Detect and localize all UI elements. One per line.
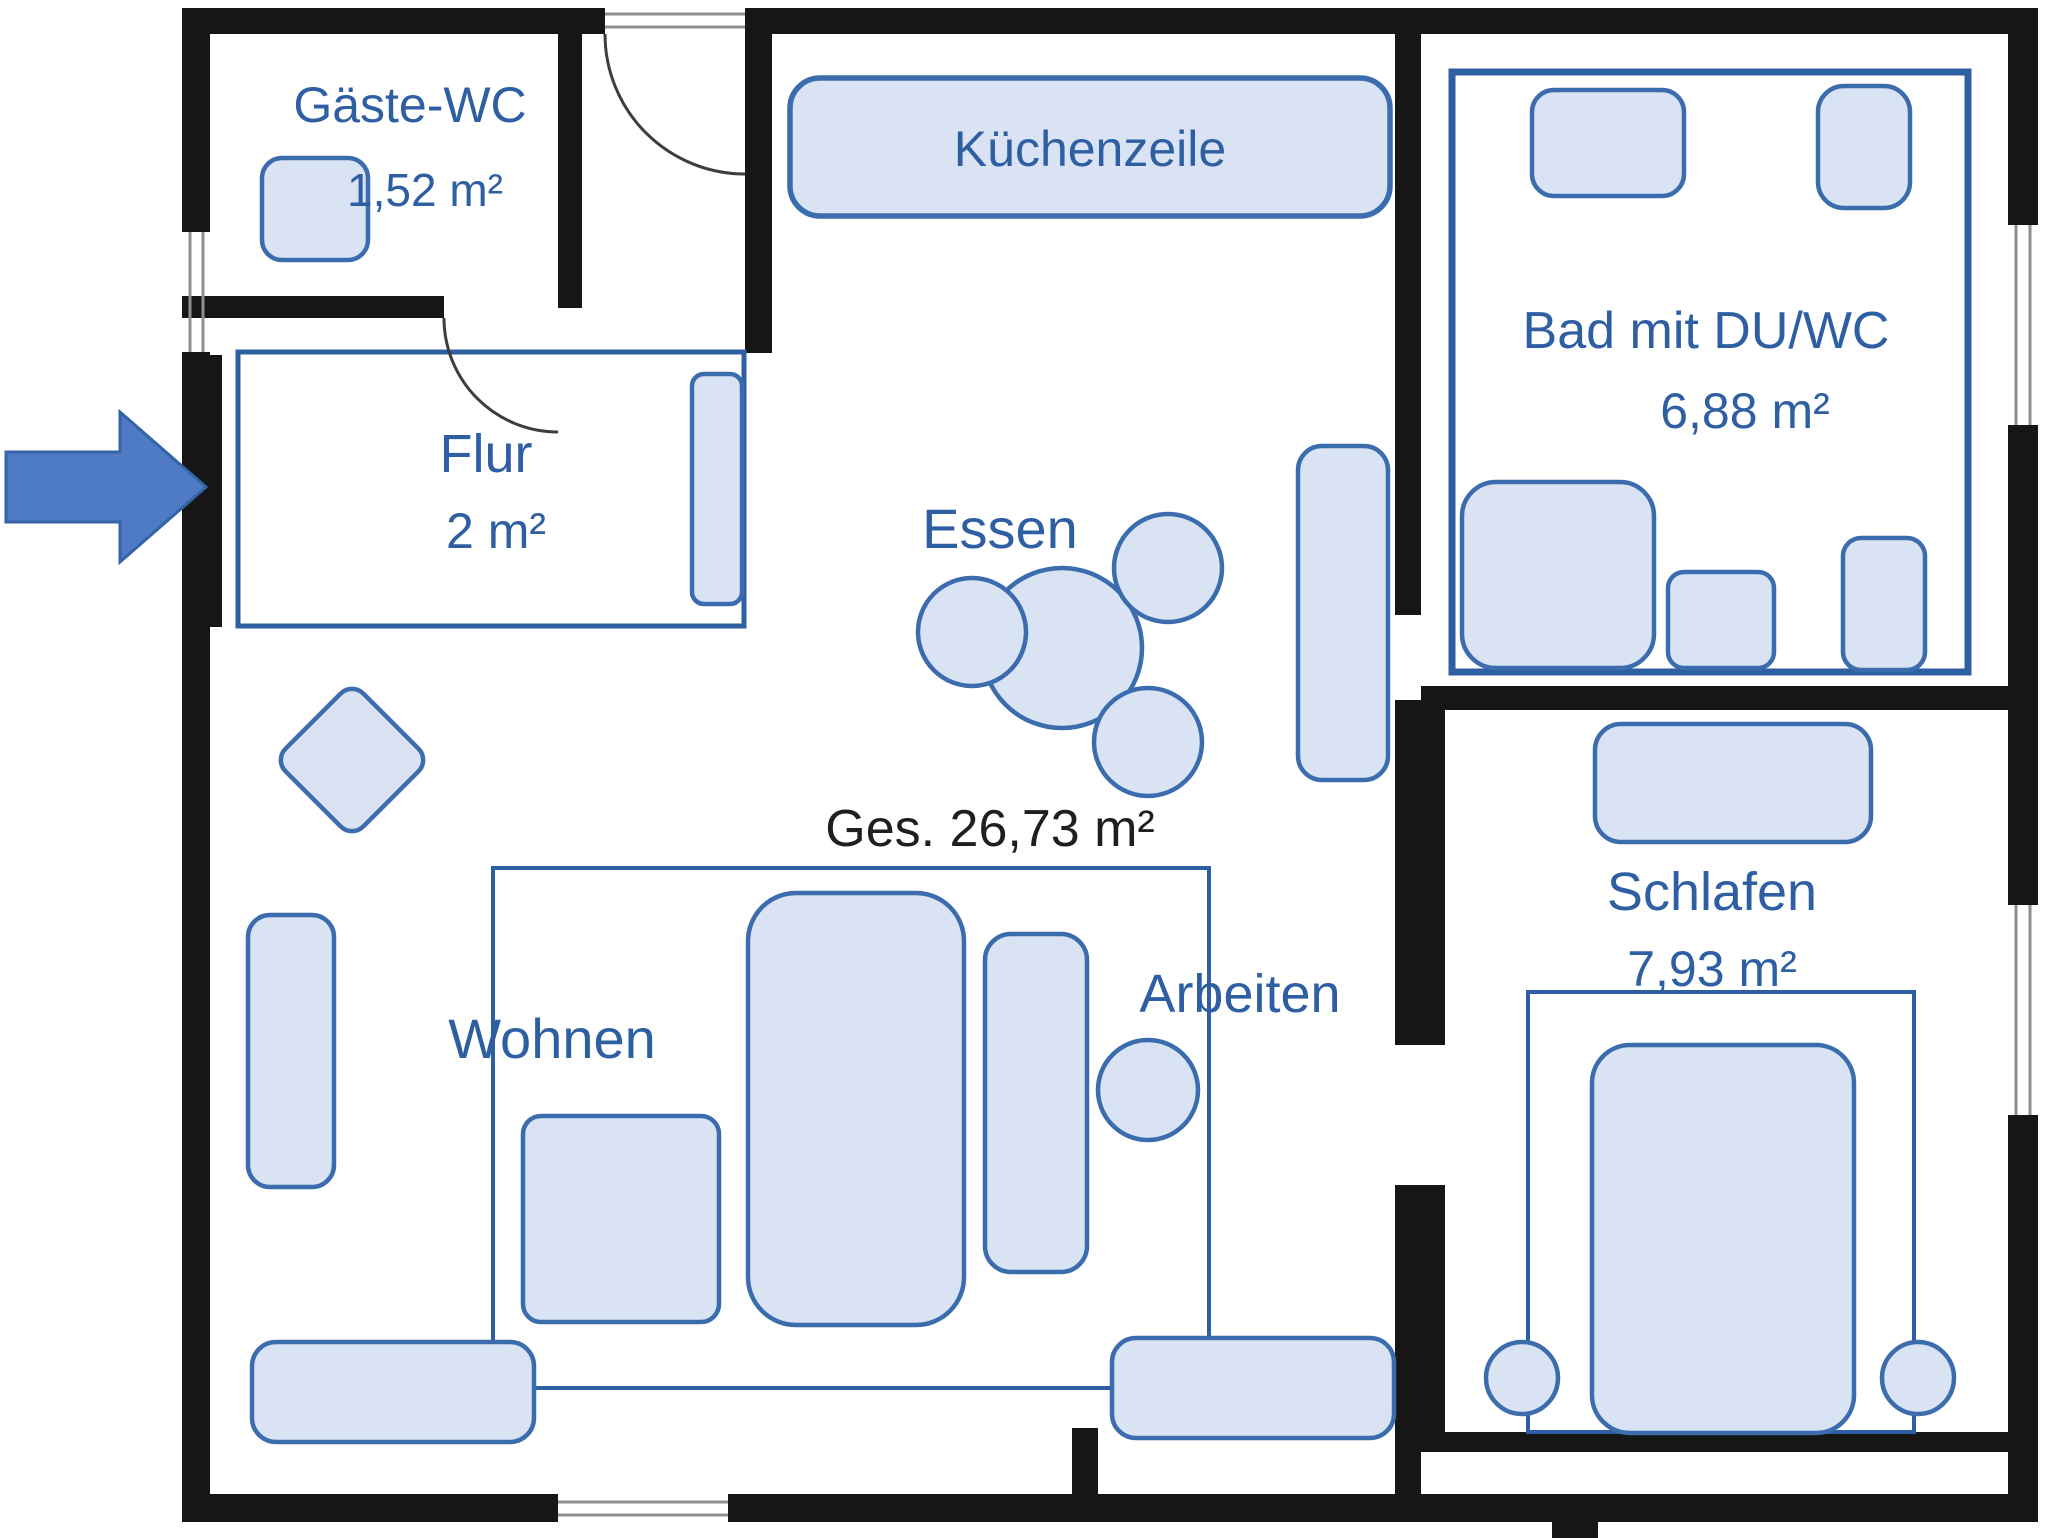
wall-top-right [745,8,2038,34]
wall-bottom-stub [1072,1428,1098,1494]
kitchen-unit [787,75,1393,219]
wall-bottom-right [728,1494,2038,1522]
bathroom-stool [1665,569,1777,671]
labels: Gäste-WC 1,52 m² Küchenzeile Bad mit DU/… [293,77,1889,1070]
wall-bad-schlafen-divider [1421,686,2010,710]
hall-wardrobe [689,371,745,607]
wall-center-vertical-lower [1395,1185,1421,1494]
shower [1459,479,1657,671]
living-area-outline [491,866,1211,1390]
gaeste-wc-area: 1,52 m² [347,164,503,216]
entrance-arrow-icon [4,408,209,566]
wall-schlafen-bottom [1421,1432,2010,1452]
radiator [245,912,337,1190]
door-swing-arc [442,317,559,434]
wall-right-upper [2008,8,2038,225]
schlafen-label: Schlafen [1607,862,1817,922]
door-swing-arc [603,33,746,176]
furniture [245,75,1928,1445]
nightstand [1483,1339,1561,1417]
desk-chair [1095,1037,1201,1143]
arbeiten-label: Arbeiten [1139,964,1340,1024]
total-area-label: Ges. 26,73 m² [825,800,1154,858]
coffee-table [520,1113,722,1325]
wall-vestibule-right [745,8,772,353]
sideboard [982,931,1090,1275]
radiator [1109,1335,1397,1441]
flur-label: Flur [440,424,533,484]
flur-area: 2 m² [446,503,546,559]
wall-left-upper [182,8,210,232]
dining-chair [1091,685,1205,799]
dining-chair [1111,511,1225,625]
washbasin [1529,87,1687,199]
flur-room-outline [235,349,747,629]
schlafen-area: 7,93 m² [1627,941,1797,997]
sofa [745,890,967,1328]
bed-mattress [1589,1042,1857,1436]
wall-bottom-left [182,1494,558,1522]
bathroom-cabinet [1815,83,1913,211]
kueche-label: Küchenzeile [954,121,1226,177]
wall-schlafen-left-lower [1421,1185,1445,1436]
windows [188,12,2032,1517]
dining-chair [915,575,1029,689]
wall-right-lower [2008,1115,2038,1522]
bed [1483,990,1957,1436]
storage-cabinet [1295,443,1391,783]
wall-bottom-protrusion [1552,1522,1598,1538]
wall-top-left [182,8,605,34]
wohnen-label: Wohnen [448,1007,656,1070]
essen-label: Essen [922,497,1078,560]
wall-gaestewc-right [558,8,582,308]
wall-schlafen-left-upper [1421,710,1445,1045]
wall-center-vertical-upper [1395,8,1421,615]
decor-diamond [278,686,426,834]
wall-center-vertical-middle [1395,700,1421,1045]
wall-gaestewc-bottom [182,296,444,318]
bedroom-wardrobe [1592,721,1874,845]
nightstand [1879,1339,1957,1417]
toilet [1840,535,1928,673]
door-arcs [442,33,746,434]
gaeste-wc-label: Gäste-WC [293,77,526,133]
radiator [249,1339,537,1445]
bad-area: 6,88 m² [1660,383,1830,439]
wall-right-middle [2008,425,2038,905]
guest-wc-sink [259,155,371,263]
bad-label: Bad mit DU/WC [1523,302,1890,360]
